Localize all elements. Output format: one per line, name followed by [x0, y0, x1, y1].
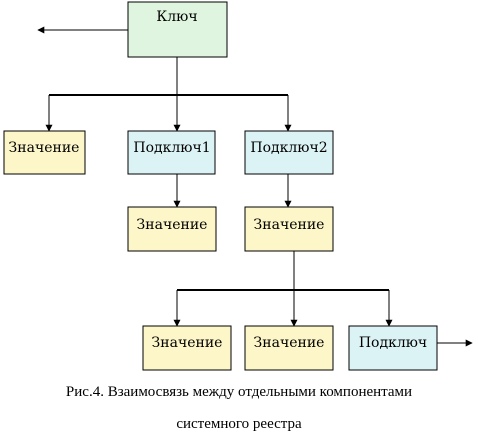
node-subkey3-box — [348, 325, 438, 371]
node-subkey1-label: Подключ1 — [133, 140, 210, 156]
node-value2-box — [127, 206, 217, 252]
figure-caption-line2: системного реестра — [176, 416, 302, 432]
connectors — [37, 26, 473, 347]
node-key-box — [127, 1, 228, 58]
node-value4: Значение — [142, 325, 232, 371]
node-value3-box — [244, 206, 334, 252]
node-subkey3: Подключ — [348, 325, 438, 371]
node-subkey3-label: Подключ — [359, 335, 427, 351]
node-value1-label: Значение — [9, 140, 80, 156]
node-key-label: Ключ — [156, 9, 197, 25]
node-value1: Значение — [3, 130, 86, 175]
node-value1-box — [3, 130, 86, 175]
node-subkey1: Подключ1 — [127, 130, 216, 175]
node-subkey1-box — [127, 130, 216, 175]
node-value5-box — [244, 325, 334, 371]
node-key: Ключ — [127, 1, 228, 58]
node-value2: Значение — [127, 206, 217, 252]
node-value4-label: Значение — [152, 335, 223, 351]
node-subkey2-box — [244, 130, 334, 175]
node-value3-label: Значение — [254, 217, 325, 233]
node-value2-label: Значение — [137, 217, 208, 233]
node-value4-box — [142, 325, 232, 371]
node-value3: Значение — [244, 206, 334, 252]
node-value5-label: Значение — [254, 335, 325, 351]
figure-caption-line1: Рис.4. Взаимосвязь между отдельными комп… — [65, 384, 413, 400]
node-subkey2-label: Подключ2 — [250, 140, 327, 156]
node-subkey2: Подключ2 — [244, 130, 334, 175]
node-value5: Значение — [244, 325, 334, 371]
